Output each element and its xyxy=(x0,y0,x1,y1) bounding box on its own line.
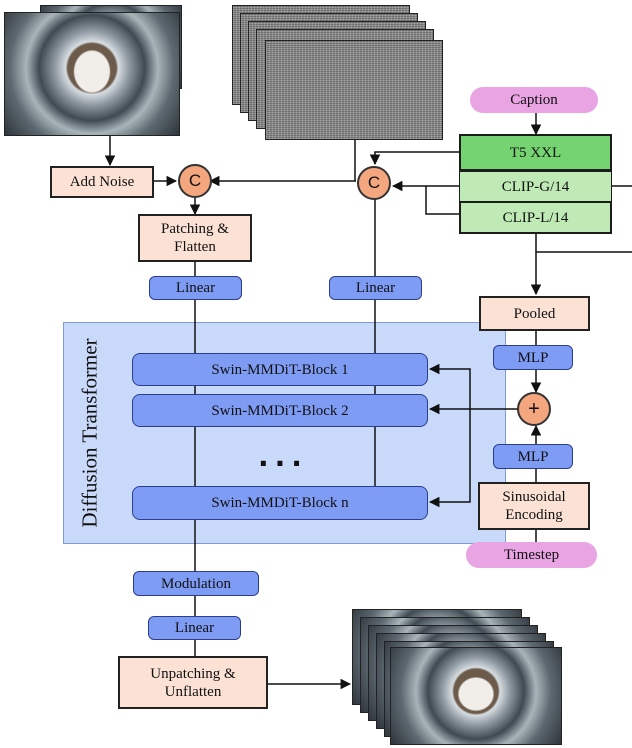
swin-mmdit-block-1: Swin-MMDiT-Block 1 xyxy=(132,353,428,386)
patching-flatten-box: Patching & Flatten xyxy=(138,214,252,262)
t5-xxl-box: T5 XXL xyxy=(459,134,612,171)
add-noise-box: Add Noise xyxy=(50,166,154,198)
timestep-node: Timestep xyxy=(466,542,597,568)
sinusoidal-encoding-box: Sinusoidal Encoding xyxy=(478,482,590,530)
concat-node-right: C xyxy=(357,166,391,200)
pooled-box: Pooled xyxy=(479,296,590,331)
diffusion-transformer-label: Diffusion Transformer xyxy=(77,338,102,528)
linear-left-box: Linear xyxy=(149,276,242,300)
clip-g-box: CLIP-G/14 xyxy=(459,171,612,202)
clip-l-box: CLIP-L/14 xyxy=(459,202,612,234)
ellipsis: ... xyxy=(258,440,308,473)
mlp-top-box: MLP xyxy=(493,345,573,370)
linear-bottom-box: Linear xyxy=(148,616,241,640)
plus-node: + xyxy=(517,392,551,426)
concat-node-left: C xyxy=(178,164,212,198)
unpatching-unflatten-box: Unpatching & Unflatten xyxy=(118,656,268,709)
caption-node: Caption xyxy=(470,87,598,113)
mlp-bottom-box: MLP xyxy=(493,444,573,469)
swin-mmdit-block-2: Swin-MMDiT-Block 2 xyxy=(132,394,428,427)
linear-right-box: Linear xyxy=(329,276,422,300)
modulation-box: Modulation xyxy=(133,571,259,596)
swin-mmdit-block-n: Swin-MMDiT-Block n xyxy=(132,486,428,520)
